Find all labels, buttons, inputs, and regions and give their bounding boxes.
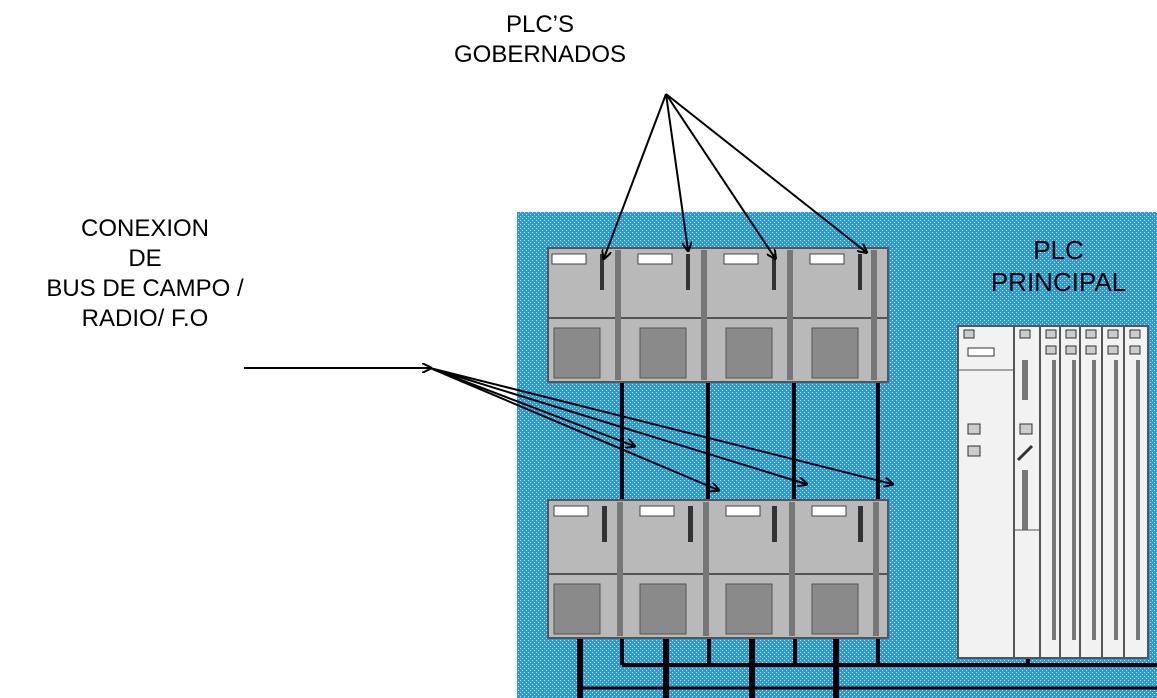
governed-plc-module — [716, 502, 800, 636]
governed-plcs-label-line1: PLC’S — [505, 11, 575, 38]
connection-label-line2: DE — [128, 245, 162, 272]
governed-plcs-label-line2: GOBERNADOS — [453, 41, 627, 68]
governed-plc-module — [548, 502, 632, 636]
governed-plc-module — [632, 502, 716, 636]
governed-plc-module — [632, 250, 716, 380]
main-plc-cabinet — [957, 325, 1149, 659]
governed-label-arrows — [604, 93, 866, 258]
connection-label-line3: BUS DE CAMPO / — [46, 275, 244, 302]
connection-label: CONEXION DE BUS DE CAMPO / RADIO/ F.O — [0, 214, 290, 334]
connection-label-line1: CONEXION — [80, 215, 209, 242]
governed-plcs-label: PLC’S GOBERNADOS — [390, 10, 690, 70]
governed-plc-rack-top — [547, 247, 889, 383]
governed-plc-module — [800, 250, 888, 380]
governed-plc-module — [548, 250, 632, 380]
governed-plc-module — [800, 502, 888, 636]
governed-plc-rack-bottom — [547, 499, 889, 639]
main-plc-label-line1: PLC — [1033, 235, 1084, 265]
connection-label-line4: RADIO/ F.O — [81, 305, 209, 332]
main-plc-label: PLC PRINCIPAL — [960, 234, 1157, 298]
connection-label-arrows — [244, 368, 892, 490]
governed-plc-module — [716, 250, 800, 380]
field-bus — [577, 638, 1157, 698]
main-plc-label-line2: PRINCIPAL — [990, 267, 1127, 297]
